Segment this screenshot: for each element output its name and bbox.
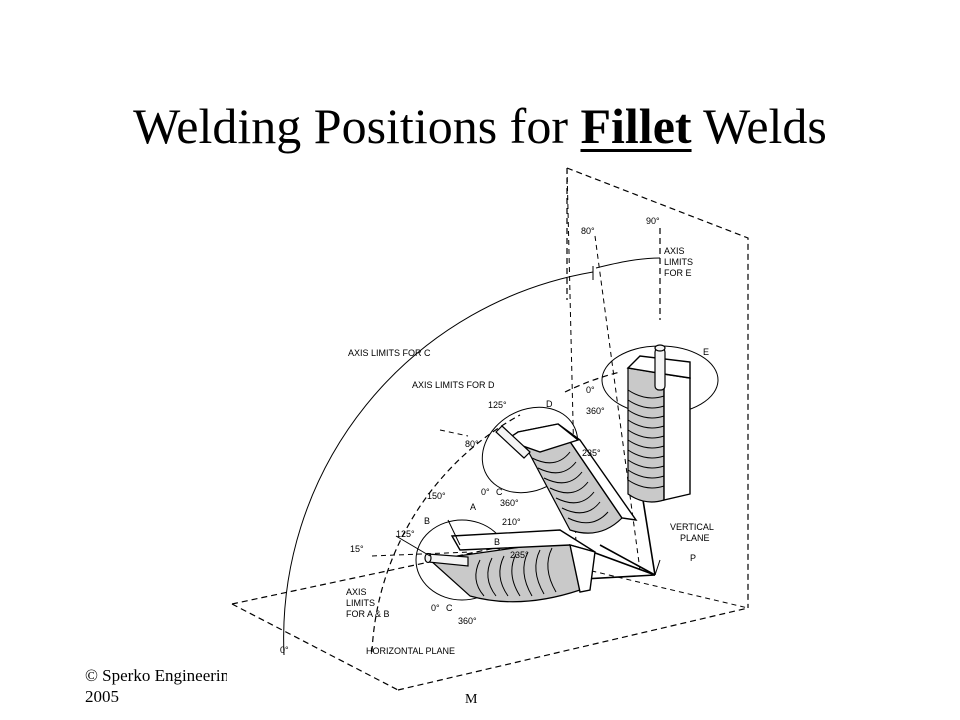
angle-125-ab: 125° (396, 529, 415, 539)
label-pos-c-lower: C (446, 603, 453, 613)
label-vertical-plane-1: VERTICAL (670, 522, 714, 532)
angle-360-d: 360° (500, 498, 519, 508)
angle-150: 150° (427, 491, 446, 501)
label-pos-c-mid: C (496, 487, 503, 497)
footer-page-marker: M (465, 692, 478, 707)
label-pos-e: E (703, 347, 709, 357)
angle-210: 210° (502, 517, 521, 527)
label-axis-limits-e-2: LIMITS (664, 257, 693, 267)
weld-bands-ab (475, 547, 557, 597)
label-axis-limits-c: AXIS LIMITS FOR C (348, 348, 431, 358)
angle-0-e: 0° (586, 385, 595, 395)
label-pos-b-upper: B (424, 516, 430, 526)
angle-90: 90° (646, 216, 660, 226)
weld-piece-d (481, 406, 638, 534)
footer-copyright: © Sperko Engineering 2005 (85, 665, 227, 710)
label-horizontal-plane: HORIZONTAL PLANE (366, 646, 455, 656)
label-axis-limits-ab-2: LIMITS (346, 598, 375, 608)
angle-80-top: 80° (581, 226, 595, 236)
title-text-end: Welds (691, 98, 827, 154)
label-pos-b-lower: B (494, 537, 500, 547)
label-point-p: P (690, 553, 696, 563)
angle-235-d: 235° (582, 448, 601, 458)
label-axis-limits-e-3: FOR E (664, 268, 692, 278)
angle-0-ab: 0° (431, 603, 440, 613)
angle-125-d: 125° (488, 400, 507, 410)
title-text-start: Welding Positions for (133, 98, 581, 154)
angle-15: 15° (350, 544, 364, 554)
angle-360-ab: 360° (458, 616, 477, 626)
label-pos-a: A (470, 502, 476, 512)
title-emphasis: Fillet (580, 98, 692, 154)
slide-title: Welding Positions for Fillet Welds (0, 96, 960, 156)
label-axis-limits-e-1: AXIS (664, 246, 685, 256)
label-axis-limits-ab-3: FOR A & B (346, 609, 390, 619)
weld-bands-e (627, 389, 665, 489)
weld-bands-d (531, 451, 609, 524)
angle-0-base: 0° (280, 645, 289, 655)
label-axis-limits-d: AXIS LIMITS FOR D (412, 380, 495, 390)
footer-copyright-line2: 2005 (85, 687, 119, 706)
footer-copyright-line1: © Sperko Engineering (85, 666, 227, 685)
label-pos-d: D (546, 399, 553, 409)
weld-piece-ab (395, 519, 596, 603)
label-vertical-plane-2: PLANE (680, 533, 710, 543)
angle-360-e: 360° (586, 406, 605, 416)
angle-235-ab: 235° (510, 550, 529, 560)
weld-piece-e (601, 344, 719, 503)
angle-0-d: 0° (481, 487, 490, 497)
angle-80-mid: 80° (465, 439, 479, 449)
diagram-labels: AXIS LIMITS FOR C AXIS LIMITS FOR D AXIS… (280, 216, 714, 656)
label-axis-limits-ab-1: AXIS (346, 587, 367, 597)
